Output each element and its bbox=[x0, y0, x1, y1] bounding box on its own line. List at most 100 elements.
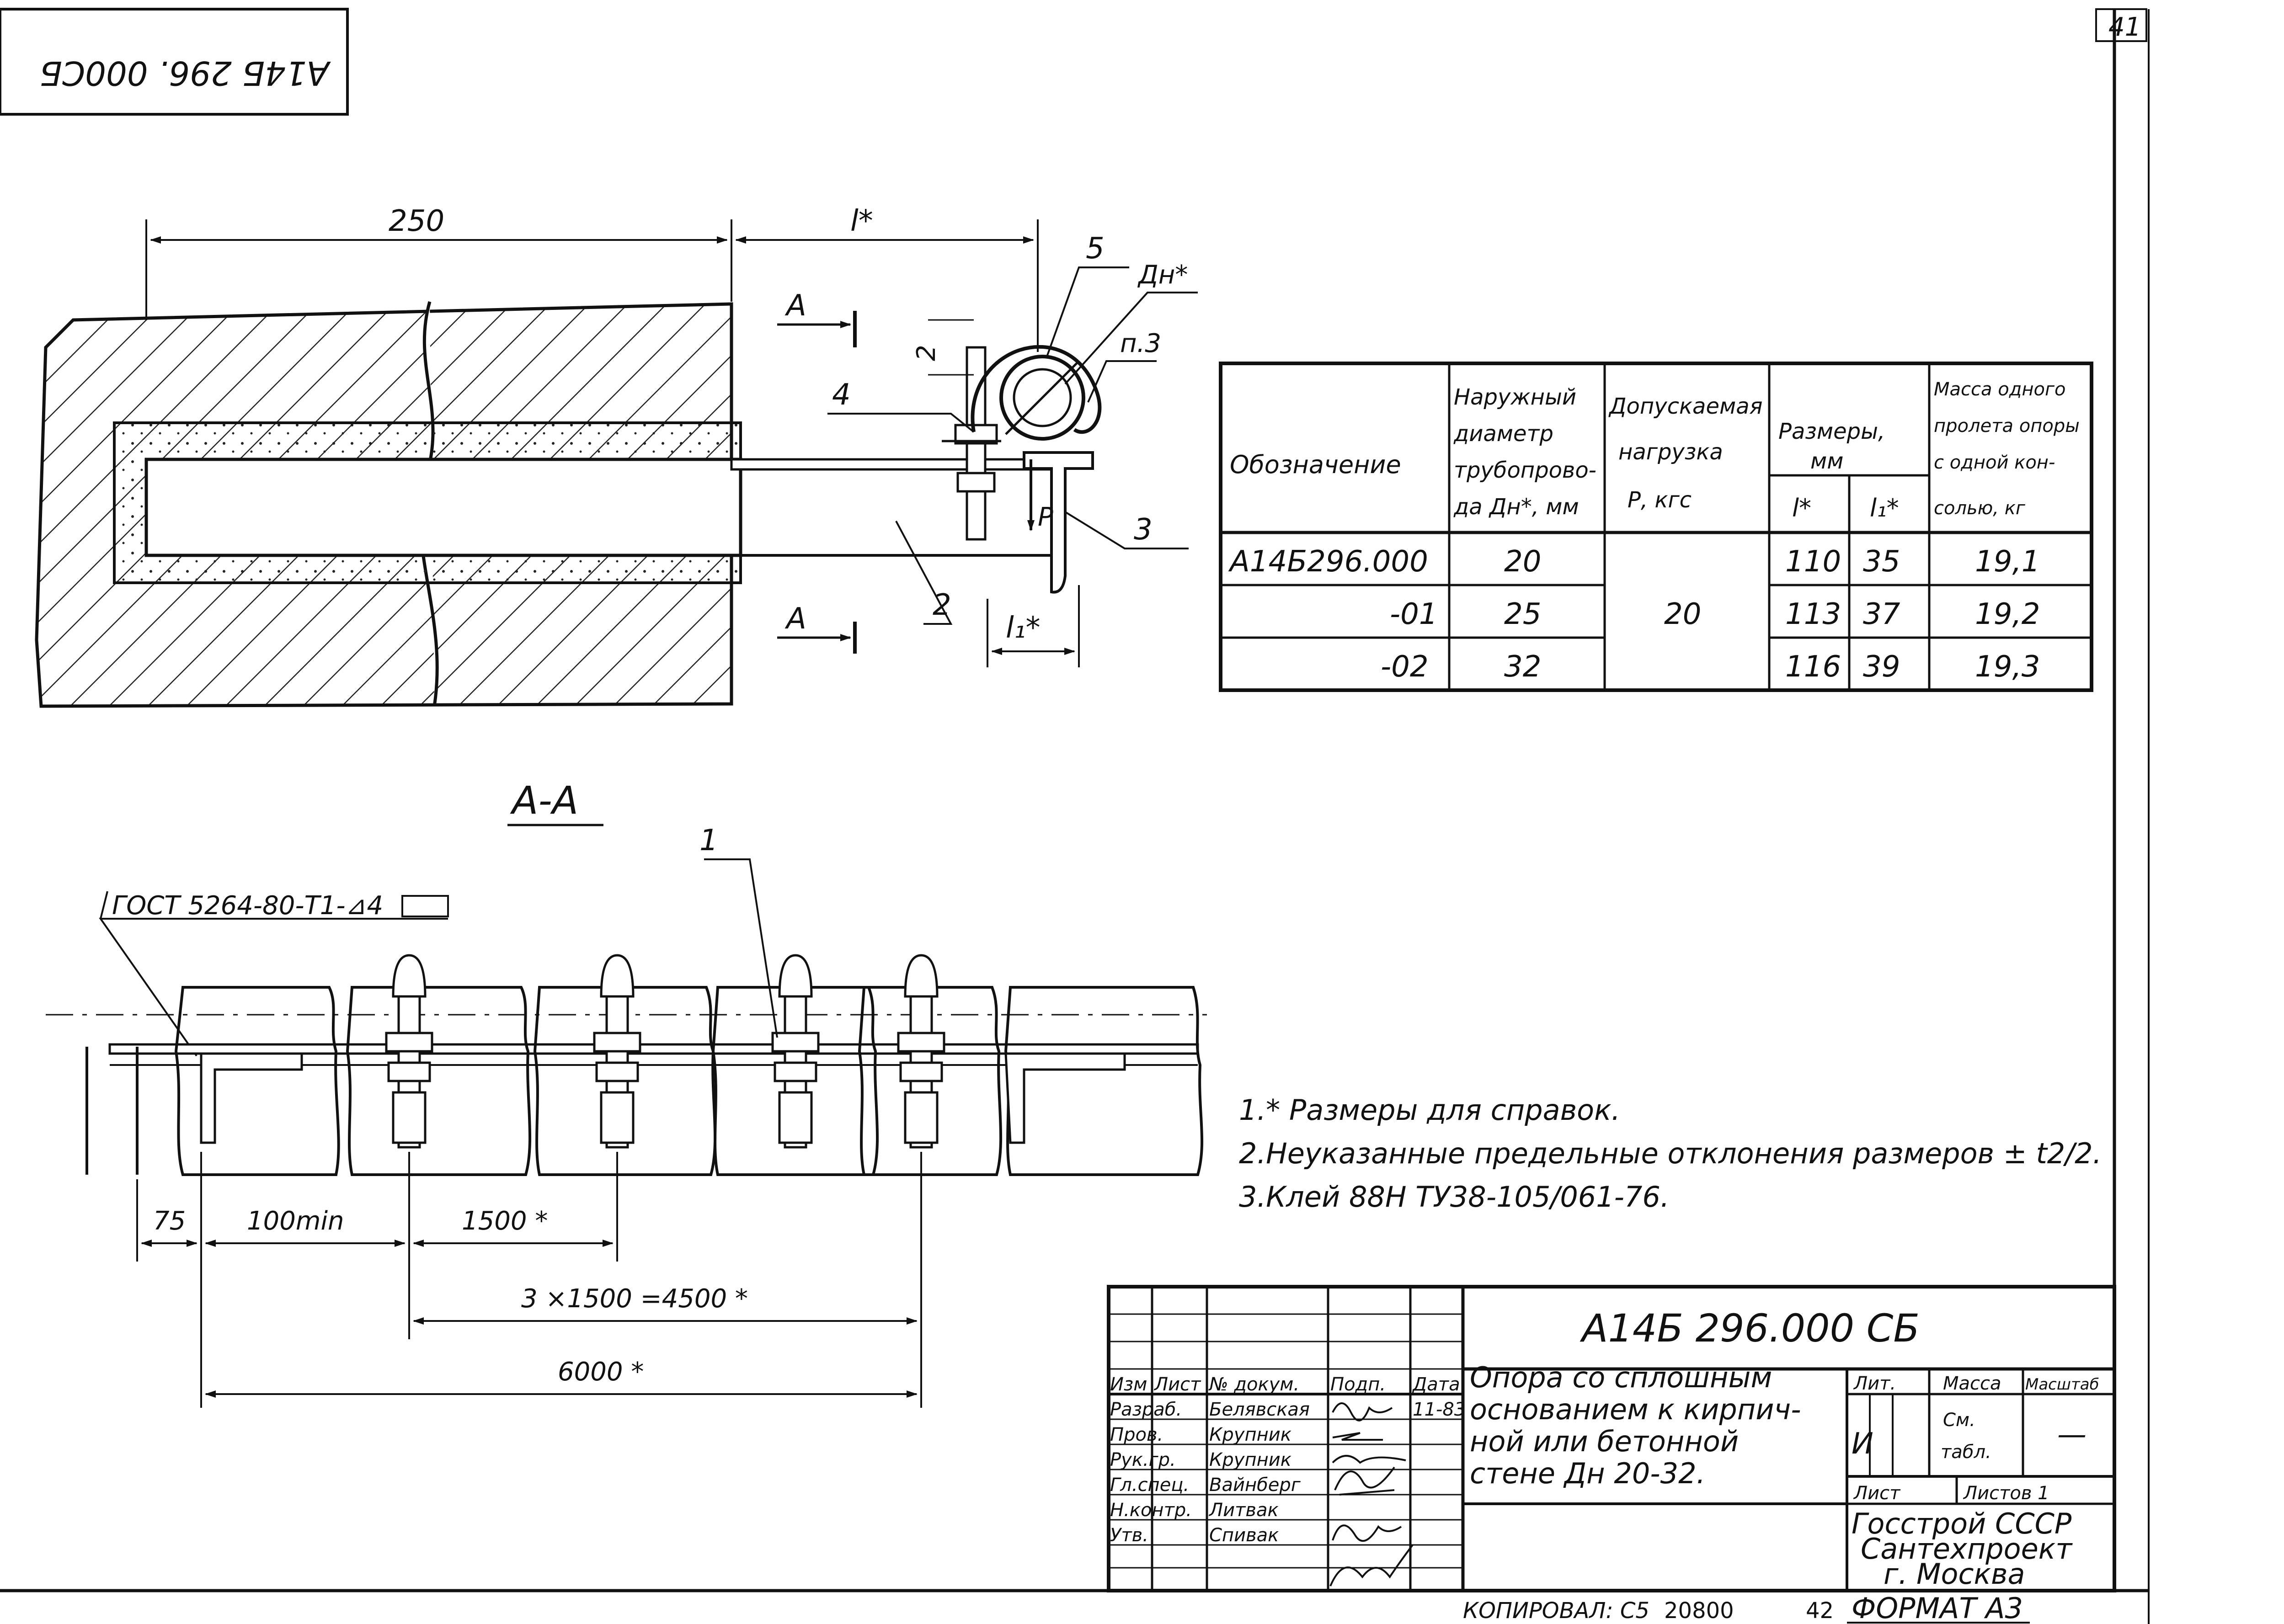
table-row: -01 25 113 37 19,2 bbox=[1390, 597, 2040, 631]
role-row: Утв. Спивак bbox=[1110, 1525, 1279, 1546]
col-head-izm: Изм bbox=[1110, 1374, 1147, 1395]
role: Утв. bbox=[1110, 1525, 1148, 1546]
bolt-2 bbox=[593, 954, 641, 1149]
cell-l: 113 bbox=[1785, 597, 1841, 631]
note-1: 1.* Размеры для справок. bbox=[1239, 1093, 1620, 1127]
th-outer-diameter: Наружный диаметр трубопрово- да Дн*, мм bbox=[1453, 384, 1603, 520]
sheet-number-corner: 41 bbox=[2108, 12, 2141, 42]
th-mass-line: с одной кон- bbox=[1934, 452, 2055, 473]
title-line: стене Дн 20-32. bbox=[1470, 1457, 1705, 1490]
role-row: Пров. Крупник bbox=[1110, 1424, 1291, 1445]
role: Гл.спец. bbox=[1110, 1475, 1189, 1496]
role-row: Н.контр. Литвак bbox=[1110, 1500, 1279, 1521]
cell-mass: 19,1 bbox=[1975, 545, 2040, 579]
cell-dn: 32 bbox=[1504, 650, 1541, 684]
spec-table bbox=[1219, 362, 2093, 692]
scale-head: Масштаб bbox=[2025, 1375, 2099, 1394]
person: Белявская bbox=[1209, 1399, 1310, 1420]
cell-mass: 19,2 bbox=[1975, 597, 2040, 631]
th-od-line: да Дн*, мм bbox=[1453, 494, 1579, 520]
section-mark-a-top: А bbox=[784, 289, 806, 323]
section-title: А-А bbox=[510, 778, 578, 823]
col-head-sign: Подп. bbox=[1330, 1374, 1386, 1395]
title-line: Опора со сплошным bbox=[1470, 1361, 1772, 1394]
copied-by: КОПИРОВАЛ: С5 bbox=[1463, 1598, 1649, 1624]
signatures bbox=[1329, 1402, 1414, 1587]
dim-l: l* bbox=[850, 204, 873, 238]
th-mass-line: солью, кг bbox=[1934, 498, 2026, 519]
mass-value: См. табл. bbox=[1941, 1410, 1991, 1463]
date: 11-83 bbox=[1413, 1399, 1466, 1420]
section-mark-a-bottom: А bbox=[784, 602, 806, 636]
person: Крупник bbox=[1209, 1424, 1291, 1445]
cell-dn: 25 bbox=[1504, 597, 1541, 631]
note-3: 3.Клей 88Н ТУ38-105/061-76. bbox=[1239, 1180, 1670, 1214]
cell-l: 116 bbox=[1785, 650, 1841, 684]
dim-100min: 100min bbox=[247, 1206, 344, 1236]
role: Рук.гр. bbox=[1110, 1449, 1176, 1470]
gap-2-label: 2 bbox=[912, 345, 941, 361]
th-mass-line: пролета опоры bbox=[1934, 415, 2080, 437]
scale-value: — bbox=[2057, 1418, 2087, 1452]
weld-note: ГОСТ 5264-80-Т1-⊿4 bbox=[112, 891, 383, 921]
organization: Госстрой СССР Сантехпроект г. Москва bbox=[1852, 1507, 2081, 1591]
pipe-clamp bbox=[971, 345, 1102, 434]
dim-250: 250 bbox=[389, 204, 444, 238]
th-dim-line: Размеры, bbox=[1778, 419, 1885, 444]
cell-l1: 39 bbox=[1863, 650, 1900, 684]
org-line: Сантехпроект bbox=[1861, 1532, 2073, 1565]
person: Вайнберг bbox=[1209, 1475, 1301, 1496]
role-row: Гл.спец. Вайнберг bbox=[1110, 1475, 1301, 1496]
role: Пров. bbox=[1110, 1424, 1163, 1445]
dim-75: 75 bbox=[153, 1206, 186, 1236]
th-dim-line: мм bbox=[1810, 448, 1843, 474]
cell-designation: -02 bbox=[1381, 650, 1429, 684]
th-od-line: трубопрово- bbox=[1454, 458, 1596, 483]
th-load-line: нагрузка bbox=[1618, 439, 1723, 465]
role: Н.контр. bbox=[1110, 1500, 1192, 1521]
th-allowed-load: Допускаемая нагрузка Р, кгс bbox=[1608, 394, 1770, 513]
section-view: А-А ГОСТ 5264-80-Т1-⊿4 bbox=[46, 778, 1207, 1408]
part-5-label: 5 bbox=[1086, 232, 1105, 266]
title-text: Опора со сплошным основанием к кирпич- н… bbox=[1470, 1361, 1810, 1490]
dn-label: Дн* bbox=[1137, 260, 1188, 290]
order-number: 20800 bbox=[1664, 1598, 1734, 1624]
dim-6000: 6000 * bbox=[558, 1357, 644, 1387]
part-2-label: 2 bbox=[933, 588, 951, 622]
angle-bracket bbox=[1023, 451, 1094, 594]
rotated-code: А14Б 296. 000СБ bbox=[40, 54, 331, 92]
title-line: ной или бетонной bbox=[1470, 1425, 1739, 1458]
col-head-list: Лист bbox=[1153, 1374, 1201, 1395]
lit-value: И bbox=[1852, 1427, 1873, 1461]
cell-allowed-load: 20 bbox=[1664, 597, 1701, 631]
dim-l1: l₁* bbox=[1006, 611, 1040, 645]
lit-head: Лит. bbox=[1853, 1373, 1896, 1394]
format-label: ФОРМАТ А3 bbox=[1852, 1592, 2023, 1624]
th-designation: Обозначение bbox=[1230, 450, 1401, 479]
cell-designation: А14Б296.000 bbox=[1228, 545, 1428, 579]
mass-value-line: табл. bbox=[1941, 1442, 1991, 1463]
plan-view: Р 250 l* l₁* А А 2 4 3 5 Дн* п.3 bbox=[35, 204, 1198, 708]
role-row: Разраб. Белявская 11-83 bbox=[1110, 1399, 1466, 1420]
part-1-label: 1 bbox=[699, 824, 718, 857]
bolt-3 bbox=[771, 954, 820, 1149]
base-plate bbox=[144, 458, 742, 557]
part-4-label: 4 bbox=[832, 378, 851, 412]
th-dim-l1: l₁* bbox=[1870, 494, 1899, 522]
col-head-date: Дата bbox=[1412, 1374, 1460, 1395]
table-row: -02 32 116 39 19,3 bbox=[1381, 650, 2040, 684]
person: Крупник bbox=[1209, 1449, 1291, 1470]
th-od-line: диаметр bbox=[1453, 421, 1553, 447]
org-line: г. Москва bbox=[1884, 1557, 2025, 1591]
th-mass: Масса одного пролета опоры с одной кон- … bbox=[1934, 379, 2086, 519]
dim-1500: 1500 * bbox=[462, 1206, 548, 1236]
th-dim-l: l* bbox=[1792, 494, 1811, 522]
mass-head: Масса bbox=[1943, 1373, 2001, 1394]
th-dimensions: Размеры, мм bbox=[1778, 419, 1892, 474]
th-load-line: Р, кгс bbox=[1628, 487, 1692, 513]
th-od-line: Наружный bbox=[1454, 384, 1576, 410]
person: Литвак bbox=[1208, 1500, 1279, 1521]
role-row: Рук.гр. Крупник bbox=[1110, 1449, 1291, 1470]
rotated-code-stamp: А14Б 296. 000СБ bbox=[0, 8, 349, 116]
brick-blocks bbox=[85, 986, 1204, 1176]
